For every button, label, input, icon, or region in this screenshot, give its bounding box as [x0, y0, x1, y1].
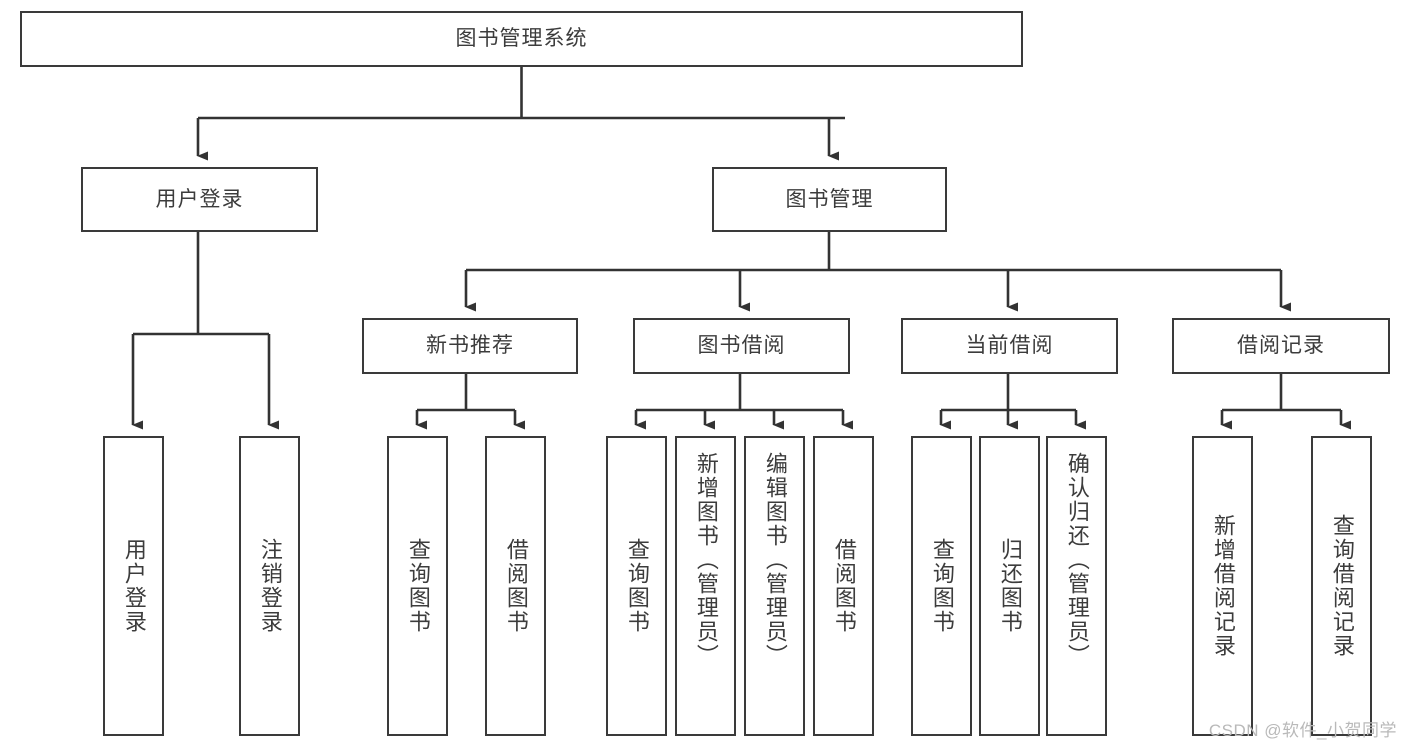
node-label: 借阅图书 — [503, 538, 529, 634]
node-label: 编辑图书（管理员） — [762, 452, 788, 668]
leaf-record-add-borrow-record[interactable]: 新增借阅记录 — [1192, 436, 1253, 736]
node-label: 图书管理 — [785, 187, 874, 211]
leaf-current-confirm-return-admin[interactable]: 确认归还（管理员） — [1046, 436, 1107, 736]
leaf-current-return-book[interactable]: 归还图书 — [979, 436, 1040, 736]
node-label: 图书管理系统 — [455, 27, 588, 51]
node-label: 确认归还（管理员） — [1064, 452, 1090, 668]
leaf-borrow-query-book[interactable]: 查询图书 — [606, 436, 667, 736]
node-label: 新书推荐 — [426, 334, 514, 358]
node-label: 当前借阅 — [965, 334, 1054, 358]
node-root-book-management-system[interactable]: 图书管理系统 — [20, 11, 1023, 67]
leaf-record-query-borrow-record[interactable]: 查询借阅记录 — [1311, 436, 1372, 736]
node-label: 新增借阅记录 — [1210, 514, 1236, 658]
node-label: 查询图书 — [405, 538, 431, 634]
node-current-borrowing[interactable]: 当前借阅 — [901, 318, 1118, 374]
node-label: 查询图书 — [929, 538, 955, 634]
leaf-recommend-query-book[interactable]: 查询图书 — [387, 436, 448, 736]
leaf-borrow-edit-book-admin[interactable]: 编辑图书（管理员） — [744, 436, 805, 736]
node-user-login[interactable]: 用户登录 — [81, 167, 318, 232]
leaf-current-query-book[interactable]: 查询图书 — [911, 436, 972, 736]
node-label: 注销登录 — [257, 538, 283, 634]
leaf-borrow-borrow-book[interactable]: 借阅图书 — [813, 436, 874, 736]
node-label: 用户登录 — [155, 187, 244, 211]
leaf-logout[interactable]: 注销登录 — [239, 436, 300, 736]
node-new-book-recommendation[interactable]: 新书推荐 — [362, 318, 578, 374]
node-label: 用户登录 — [121, 538, 147, 634]
leaf-recommend-borrow-book[interactable]: 借阅图书 — [485, 436, 546, 736]
leaf-borrow-add-book-admin[interactable]: 新增图书（管理员） — [675, 436, 736, 736]
node-borrowing-record[interactable]: 借阅记录 — [1172, 318, 1390, 374]
node-label: 归还图书 — [997, 538, 1023, 634]
csdn-watermark: CSDN @软件_小贺同学 — [1208, 721, 1397, 740]
node-label: 图书借阅 — [697, 334, 786, 358]
node-label: 新增图书（管理员） — [693, 452, 719, 668]
node-book-management[interactable]: 图书管理 — [712, 167, 947, 232]
node-label: 借阅图书 — [831, 538, 857, 634]
node-label: 查询借阅记录 — [1329, 514, 1355, 658]
leaf-user-login[interactable]: 用户登录 — [103, 436, 164, 736]
node-label: 借阅记录 — [1237, 334, 1325, 358]
node-book-borrowing[interactable]: 图书借阅 — [633, 318, 850, 374]
node-label: 查询图书 — [624, 538, 650, 634]
